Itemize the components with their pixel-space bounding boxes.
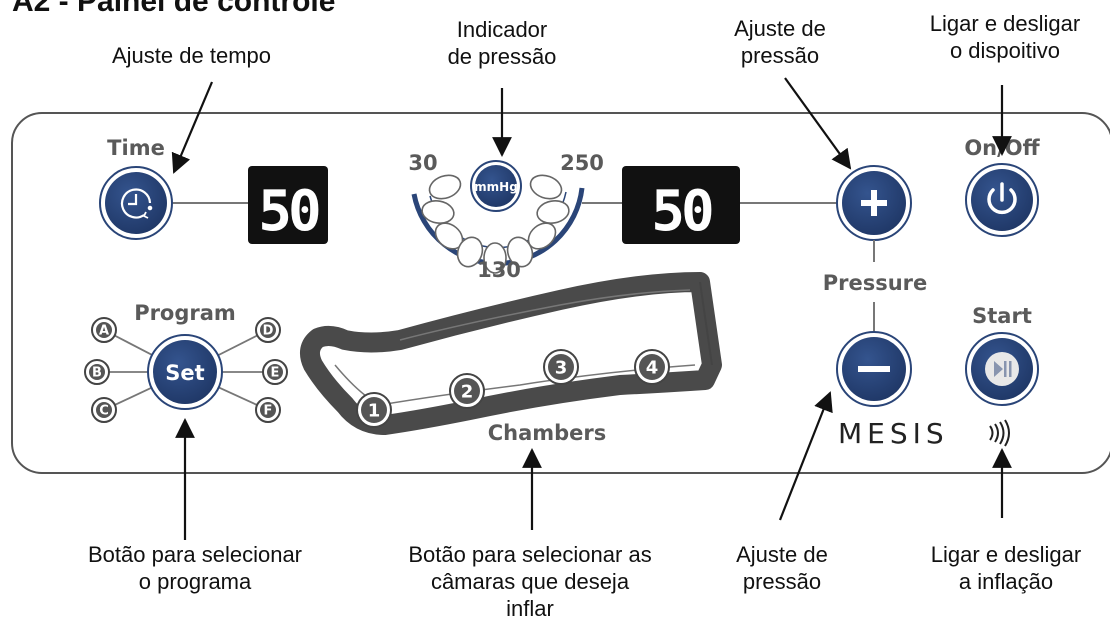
gauge-unit-label: mmHg [474,180,518,194]
annotation-power: Ligar e desligar o dispoitivo [920,10,1090,64]
chamber-button-1-label: 1 [368,400,381,421]
annotation-pressure-adjust-top-line2: pressão [740,43,820,68]
annotation-program-button: Botão para selecionar o programa [80,541,310,595]
program-letter-a-label: A [99,324,109,339]
annotation-time-adjust: Ajuste de tempo [112,42,271,69]
start-label: Start [972,304,1032,328]
annotation-pressure-adjust-top: Ajuste de pressão [715,15,845,69]
program-letter-e: E [262,359,288,385]
chamber-button-3[interactable]: 3 [543,349,579,385]
annotation-inflation-line2: a inflação [958,569,1054,594]
annotation-chambers-button: Botão para selecionar as câmaras que des… [385,541,675,622]
clock-icon [120,188,153,219]
annotation-program-button-line1: Botão para selecionar [87,542,303,567]
pressure-label: Pressure [823,271,928,295]
annotation-inflation: Ligar e desligar a inflação [916,541,1096,595]
start-button[interactable] [965,332,1039,406]
brand-waves-icon [989,419,1010,447]
play-pause-icon [994,361,1012,377]
annotation-inflation-line1: Ligar e desligar [930,542,1082,567]
time-display-value: 50 [258,179,319,244]
chamber-button-2-label: 2 [461,381,474,402]
chamber-button-3-label: 3 [555,357,568,378]
program-label: Program [134,301,236,325]
annotation-program-button-line2: o programa [138,569,252,594]
power-icon [987,182,1017,215]
program-letter-c-label: C [99,404,109,419]
program-letter-e-label: E [271,366,280,381]
program-letter-c: C [91,397,117,423]
program-letter-b: B [84,359,110,385]
pressure-display: 50 [622,166,740,244]
annotation-pressure-adjust-bottom: Ajuste de pressão [717,541,847,595]
chamber-button-4-label: 4 [646,357,659,378]
chambers-label: Chambers [488,421,607,445]
time-button[interactable] [99,166,173,240]
chamber-button-2[interactable]: 2 [449,373,485,409]
annotation-pressure-indicator-line2: de pressão [447,44,557,69]
annotation-pressure-indicator-line1: Indicador [456,17,548,42]
brand-logo: MESIS [838,417,949,450]
power-button[interactable] [965,163,1039,237]
gauge-mid-label: 130 [477,258,521,282]
time-label: Time [107,136,165,160]
chamber-buttons: 1 2 3 4 [356,349,670,428]
annotation-chambers-button-line2: câmaras que deseja [430,569,630,594]
program-letter-d: D [255,317,281,343]
program-letter-b-label: B [92,366,102,381]
pressure-plus-button[interactable] [836,165,912,241]
set-button[interactable]: Set [147,334,223,410]
program-letter-f: F [255,397,281,423]
program-letter-d-label: D [263,324,274,339]
pressure-display-value: 50 [651,179,712,244]
annotation-power-line1: Ligar e desligar [929,11,1081,36]
annotation-chambers-button-line1: Botão para selecionar as [408,542,652,567]
annotation-pressure-adjust-top-line1: Ajuste de [734,16,826,41]
annotation-time-adjust-text: Ajuste de tempo [112,43,271,68]
gauge-segments [421,174,570,274]
program-letters: A B C D E F [84,317,288,423]
program-letter-a: A [91,317,117,343]
annotation-chambers-button-line3: inflar [506,596,554,621]
annotation-arrows [171,77,1012,540]
gauge-min-label: 30 [408,151,437,175]
annotation-pressure-adjust-bottom-line1: Ajuste de [736,542,828,567]
chamber-button-1[interactable]: 1 [356,392,392,428]
pressure-gauge: mmHg [411,160,585,274]
page-title: A2 - Painel de controle [12,0,336,18]
annotation-power-line2: o dispoitivo [949,38,1061,63]
program-letter-f-label: F [264,404,273,419]
set-button-label: Set [165,361,204,385]
pressure-minus-button[interactable] [836,331,912,407]
annotation-pressure-indicator: Indicador de pressão [432,16,572,70]
time-display: 50 [248,166,328,244]
gauge-max-label: 250 [560,151,604,175]
annotation-pressure-adjust-bottom-line2: pressão [742,569,822,594]
chamber-button-4[interactable]: 4 [634,349,670,385]
